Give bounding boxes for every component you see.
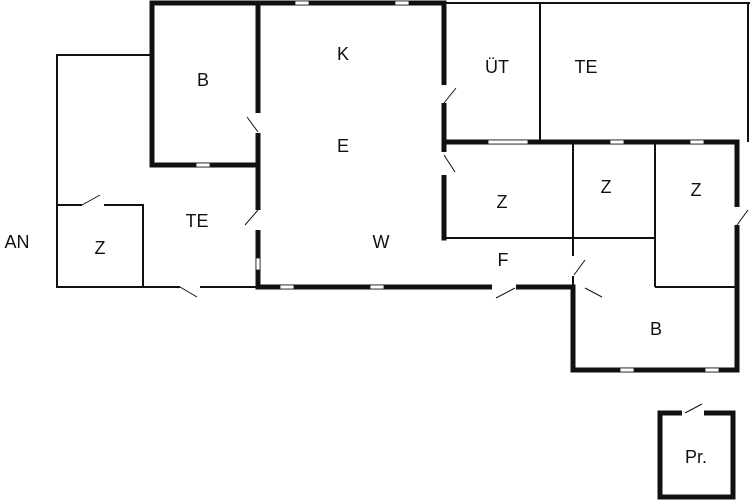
- windows: [195, 0, 720, 373]
- room-label-room: Z: [497, 192, 508, 212]
- room-label-utility: ÜT: [485, 57, 509, 77]
- room-labels: K B E ÜT TE Z Z Z TE AN Z W F B Pr.: [4, 44, 707, 467]
- room-label-terrace: TE: [185, 211, 208, 231]
- room-label-annex: AN: [4, 232, 29, 252]
- room-label-bathroom: B: [650, 319, 662, 339]
- room-label-privy: Pr.: [685, 447, 707, 467]
- room-label-bedroom: B: [197, 70, 209, 90]
- room-label-room: Z: [691, 180, 702, 200]
- room-label-room: Z: [601, 177, 612, 197]
- room-label-room: Z: [95, 238, 106, 258]
- thin-walls: [56, 2, 750, 288]
- room-label-terrace: TE: [574, 57, 597, 77]
- doors: [81, 85, 749, 416]
- room-label-hallway: F: [498, 250, 509, 270]
- room-label-living: W: [373, 232, 390, 252]
- exterior-walls: [149, 0, 740, 500]
- room-label-kitchen: K: [337, 44, 349, 64]
- room-label-dining: E: [337, 136, 349, 156]
